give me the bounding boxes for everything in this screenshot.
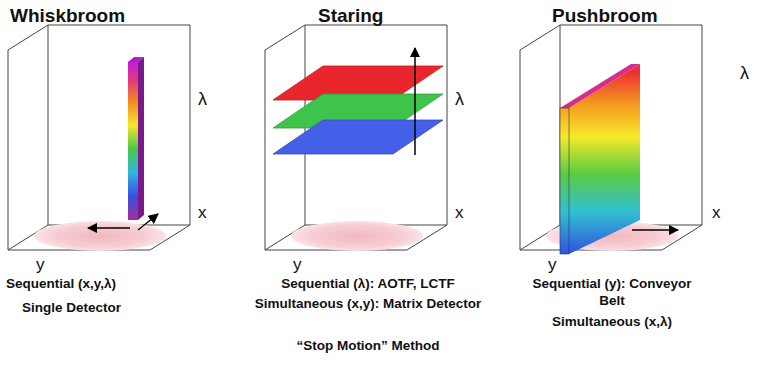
panel-title: Staring xyxy=(318,4,438,28)
caption: Sequential (y): Conveyor Belt xyxy=(522,276,702,310)
wavelength-plane xyxy=(273,120,443,154)
axis-label: y xyxy=(36,254,56,275)
scan-arrow xyxy=(88,227,130,229)
scan-arrow xyxy=(138,214,158,230)
axis-label: y xyxy=(548,254,568,275)
sample-disc xyxy=(34,221,166,251)
spectral-slab xyxy=(569,64,640,254)
spectral-slab-front xyxy=(560,108,569,254)
axis-label: y xyxy=(293,254,313,275)
data-cube xyxy=(265,25,447,250)
conveyor-arrow xyxy=(632,229,678,231)
axis-label: x xyxy=(455,202,475,223)
panel-title: Pushbroom xyxy=(552,4,702,28)
axis-label: λ xyxy=(740,62,760,85)
caption: Simultaneous (x,y): Matrix Detector xyxy=(248,296,488,313)
caption: Single Detector xyxy=(22,300,192,317)
spectral-slab-top xyxy=(560,64,640,108)
data-cube xyxy=(8,25,190,250)
spectrum-bar xyxy=(128,62,138,220)
panel-title: Whiskbroom xyxy=(10,4,160,28)
wavelength-arrow xyxy=(414,48,416,155)
caption: Sequential (x,y,λ) xyxy=(6,276,186,293)
axis-label: λ xyxy=(455,88,475,111)
caption: “Stop Motion” Method xyxy=(248,338,488,355)
caption: Sequential (λ): AOTF, LCTF xyxy=(248,276,488,293)
axis-label: x xyxy=(712,202,732,223)
caption: Simultaneous (x,λ) xyxy=(522,314,702,331)
axis-label: x xyxy=(198,202,218,223)
axis-label: λ xyxy=(198,88,218,111)
spectrum-bar-side xyxy=(138,57,144,220)
sample-disc xyxy=(291,221,423,251)
